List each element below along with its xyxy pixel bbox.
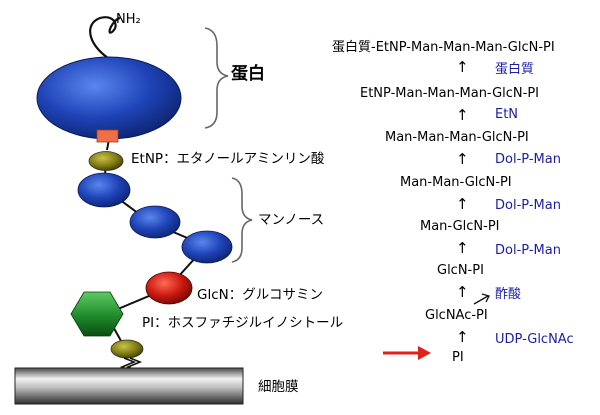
- mannose-2: [129, 205, 181, 239]
- pathway-step-4: Man-Man-GlcN-PI: [400, 175, 512, 190]
- protein-ellipse: [36, 56, 182, 140]
- mannose-1: [77, 172, 131, 208]
- arrow-up-icon: ↑: [456, 239, 469, 257]
- glcn-node: [145, 271, 193, 305]
- lipid-anchor-node: [110, 339, 144, 359]
- pi-pointer-arrowhead: [418, 346, 431, 360]
- acetate-release-arrowhead: [481, 293, 490, 303]
- arrow-up-icon: ↑: [456, 150, 469, 168]
- enzyme-2: EtN: [495, 107, 519, 122]
- pathway-step-8: PI: [452, 350, 464, 365]
- etnp-label: EtNP：エタノールアミンリン酸: [131, 151, 325, 167]
- pathway-step-6: GlcN-PI: [437, 263, 484, 278]
- mannose-3: [181, 230, 233, 264]
- pi-label: PI：ホスファチジルイノシトール: [142, 315, 344, 331]
- pi-hexagon: [70, 291, 124, 337]
- mannose-label: マンノース: [258, 212, 325, 228]
- protein-label: 蛋白: [231, 64, 265, 84]
- acetate-release-arrow: [473, 295, 489, 305]
- protein-chain: [89, 16, 121, 59]
- arrow-up-icon: ↑: [456, 283, 469, 301]
- pathway-step-2: EtNP-Man-Man-Man-GlcN-PI: [360, 86, 540, 101]
- arrow-up-icon: ↑: [456, 328, 469, 346]
- enzyme-7: UDP-GlcNAc: [495, 332, 574, 347]
- mannose-brace: [231, 177, 253, 263]
- membrane-label: 細胞膜: [258, 379, 299, 395]
- enzyme-4: Dol-P-Man: [495, 198, 561, 213]
- enzyme-1: 蛋白質: [495, 62, 535, 77]
- pathway-step-1: 蛋白質-EtNP-Man-Man-Man-GlcN-PI: [332, 40, 555, 55]
- pathway-step-5: Man-GlcN-PI: [420, 219, 500, 234]
- glcn-label: GlcN：グルコサミン: [197, 287, 323, 303]
- etnp-node: [88, 151, 124, 171]
- arrow-up-icon: ↑: [456, 106, 469, 124]
- pathway-step-3: Man-Man-Man-GlcN-PI: [385, 130, 529, 145]
- protein-brace: [204, 27, 229, 129]
- cell-membrane: [14, 367, 244, 405]
- enzyme-3: Dol-P-Man: [495, 152, 561, 167]
- arrow-up-icon: ↑: [456, 58, 469, 76]
- pathway-step-7: GlcNAc-PI: [425, 308, 488, 323]
- arrow-up-icon: ↑: [456, 195, 469, 213]
- enzyme-5: Dol-P-Man: [495, 243, 561, 258]
- enzyme-6: 酢酸: [495, 287, 522, 302]
- nh2-label: NH₂: [116, 12, 141, 27]
- etnp-square: [96, 129, 119, 143]
